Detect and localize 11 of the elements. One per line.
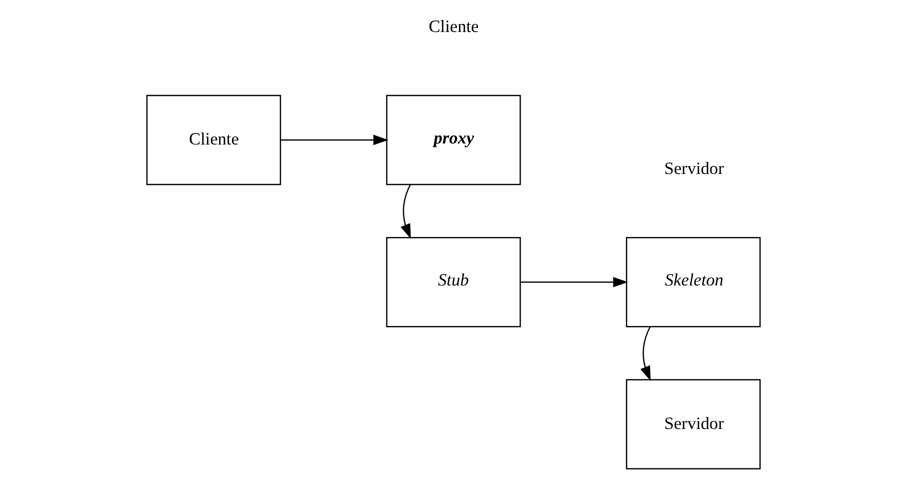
arrow	[400, 184, 410, 239]
node-box: Skeleton	[625, 236, 760, 328]
arrow	[520, 276, 628, 288]
label: Cliente	[428, 17, 478, 36]
node-box: Stub	[386, 236, 520, 328]
arrow	[640, 326, 650, 381]
node-box: Servidor	[625, 379, 760, 470]
arrow	[280, 134, 388, 146]
label: Servidor	[664, 159, 724, 178]
node-box: proxy	[386, 94, 520, 186]
node-box: Cliente	[146, 94, 281, 186]
